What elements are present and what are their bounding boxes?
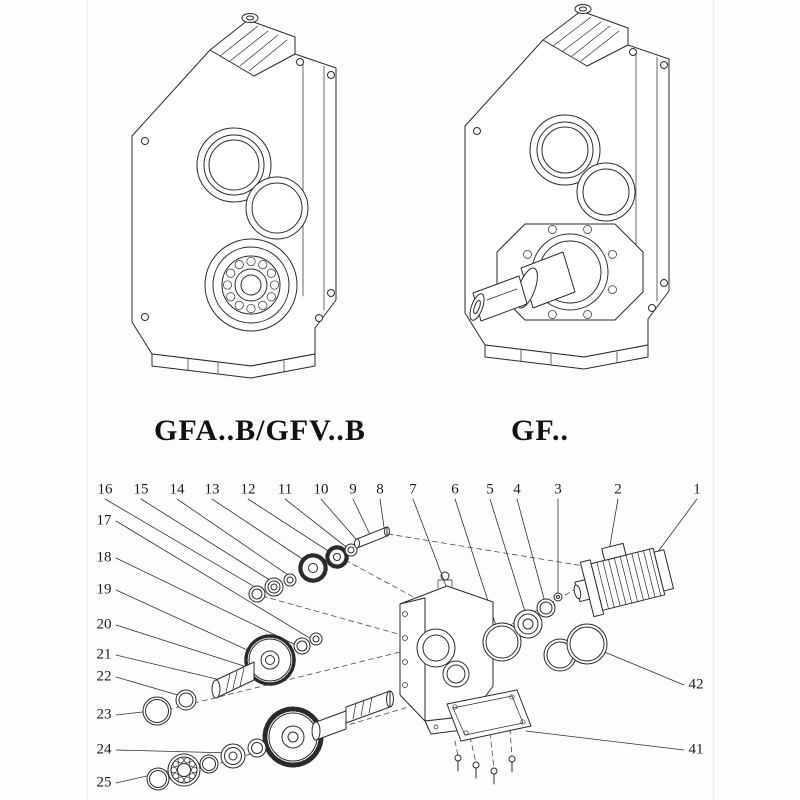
part-callout: 3 [554, 481, 562, 498]
washer [283, 573, 297, 587]
snap-ring [146, 767, 170, 791]
model-label-gfab: GFA..B/GFV..B [154, 414, 366, 447]
alignment-axes [149, 533, 585, 782]
part-callout: 21 [96, 646, 112, 663]
gasket [482, 622, 522, 662]
part-callout: 6 [451, 481, 459, 498]
motor [573, 542, 675, 618]
output-bearing [204, 238, 298, 332]
cover-plate [446, 689, 532, 742]
part-callout: 9 [349, 481, 357, 498]
part-callout: 13 [204, 481, 220, 498]
retaining-ring [248, 585, 266, 603]
gearbox-drawing-gf [464, 4, 670, 370]
part-callout: 8 [376, 481, 384, 498]
pin [553, 592, 563, 602]
input-shaft [356, 526, 388, 549]
part-callout: 5 [486, 481, 494, 498]
part-callout: 17 [96, 512, 112, 529]
input-bores [196, 127, 309, 240]
filler-plug [241, 13, 259, 23]
part-callout: 11 [277, 481, 293, 498]
output-shaft [469, 251, 576, 322]
motor-side-assembly [482, 542, 675, 672]
part-callout: 22 [96, 668, 112, 685]
cooling-fins [552, 16, 620, 62]
mounting-base [484, 344, 649, 370]
part-callout: 1 [693, 481, 701, 498]
side-ribs [302, 59, 325, 311]
page-edge-right [713, 0, 714, 800]
part-callout: 10 [313, 481, 329, 498]
part-callout: 23 [96, 706, 112, 723]
seal-ring [566, 623, 608, 665]
input-bores [529, 114, 636, 222]
retaining-ring [293, 637, 311, 655]
bolts [454, 754, 516, 785]
part-callout: 25 [96, 774, 112, 791]
part-callout: 15 [133, 481, 149, 498]
mounting-base [151, 353, 316, 379]
part-callout: 18 [96, 549, 112, 566]
leader-lines [104, 498, 698, 784]
model-label-gf: GF.. [511, 414, 569, 447]
part-callout: 14 [169, 481, 185, 498]
gearbox-drawing-gfab [131, 13, 337, 379]
part-callout: 24 [96, 741, 112, 758]
part-callout: 16 [97, 481, 113, 498]
page-edge-left [87, 0, 88, 800]
eye-bolt [440, 571, 450, 581]
intermediate-shaft-assembly [142, 632, 323, 726]
part-callout: 7 [409, 481, 417, 498]
terminal-box [601, 542, 627, 561]
housing-exploded [399, 571, 494, 735]
output-shaft [345, 690, 391, 724]
gear [298, 553, 328, 583]
ball-bearing [167, 753, 201, 787]
part-callout: 20 [96, 616, 112, 633]
washer [309, 632, 323, 646]
gear [325, 545, 349, 569]
filler-plug [574, 4, 592, 14]
input-shaft-assembly [248, 526, 390, 603]
cover-plate-assembly [446, 689, 532, 785]
part-callout: 42 [688, 676, 704, 693]
washer [247, 738, 267, 758]
shim-ring [142, 696, 172, 726]
part-callout: 19 [96, 581, 112, 598]
part-callout: 41 [688, 741, 704, 758]
output-shaft-assembly [146, 690, 394, 791]
cooling-fins [219, 25, 288, 72]
part-callout: 4 [513, 481, 521, 498]
part-callout: 12 [240, 481, 256, 498]
washer [344, 543, 358, 557]
spur-gear [244, 634, 296, 686]
part-callout: 2 [614, 481, 622, 498]
